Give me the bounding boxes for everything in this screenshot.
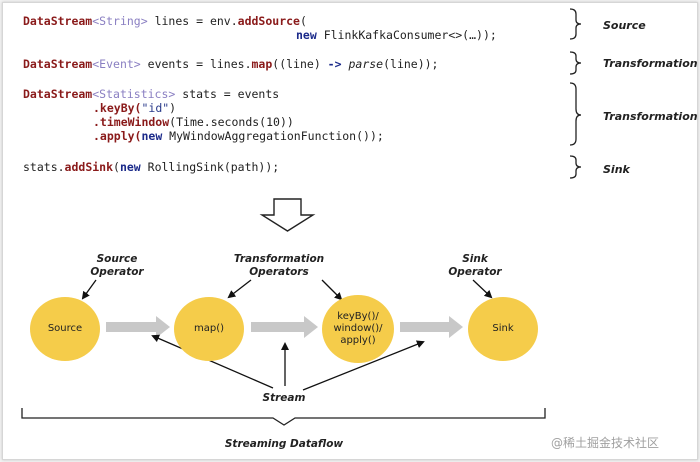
code-token: MyWindowAggregationFunction());	[162, 129, 384, 143]
code-token: RollingSink(path));	[140, 160, 280, 174]
bracket-source	[569, 8, 582, 40]
code-token: <String>	[92, 14, 148, 28]
watermark-text: @稀土掘金技术社区	[551, 436, 660, 450]
code-token: new	[296, 28, 317, 42]
code-token: DataStream	[23, 14, 93, 28]
code-token: DataStream	[23, 87, 93, 101]
bracket-transformation-2	[569, 82, 582, 146]
label-transformation-2: Transformation	[603, 110, 698, 123]
caption-streaming-dataflow: Streaming Dataflow	[224, 438, 344, 450]
label-sink: Sink	[603, 163, 630, 176]
code-line-3a: DataStream<Statistics> stats = events	[23, 87, 279, 101]
code-token: FlinkKafkaConsumer<>(…));	[316, 28, 497, 42]
node-map: map()	[174, 297, 244, 361]
bracket-transformation-1	[569, 51, 582, 75]
code-token: (Time.seconds(10))	[169, 115, 294, 129]
code-token: )	[169, 101, 177, 115]
caption-stream: Stream	[262, 392, 306, 404]
caption-sink-operator: Sink Operator	[448, 253, 502, 278]
flow-arrow-map-keyby	[251, 316, 318, 338]
label-source: Source	[603, 19, 646, 32]
bracket-sink	[569, 155, 582, 179]
code-token: "id"	[141, 101, 170, 115]
flow-arrow-source-map	[106, 316, 170, 338]
arrow-stream-keyby	[302, 340, 425, 391]
code-token: ((line)	[272, 57, 328, 71]
node-sink: Sink	[468, 297, 538, 361]
code-token: stats.	[23, 160, 65, 174]
code-line-1b: new FlinkKafkaConsumer<>(…));	[296, 28, 497, 42]
code-token: ->	[327, 57, 342, 71]
arrow-stream-source	[151, 334, 274, 389]
code-token: .keyBy(	[93, 101, 142, 115]
code-token: .timeWindow	[93, 115, 170, 129]
dataflow-brace	[21, 408, 546, 426]
code-token: <Event>	[92, 57, 141, 71]
code-token: events = lines.	[140, 57, 252, 71]
code-line-1a: DataStream<String> lines = env.addSource…	[23, 14, 307, 28]
code-token: (	[113, 160, 120, 174]
code-line-3b: .keyBy("id")	[93, 101, 176, 115]
code-token: map	[251, 57, 273, 71]
code-token: addSource	[237, 14, 300, 28]
code-line-2: DataStream<Event> events = lines.map((li…	[23, 57, 438, 71]
node-source: Source	[30, 297, 100, 361]
code-token: new	[119, 160, 141, 174]
code-token: lines = env.	[147, 14, 238, 28]
code-line-3c: .timeWindow(Time.seconds(10))	[93, 115, 294, 129]
code-token: (	[299, 14, 307, 28]
code-token: new	[141, 129, 163, 143]
code-line-3d: .apply(new MyWindowAggregationFunction()…	[93, 129, 384, 143]
code-token: .apply(	[93, 129, 142, 143]
code-token: DataStream	[23, 57, 93, 71]
caption-source-operator: Source Operator	[90, 253, 144, 278]
code-token: parse	[348, 57, 384, 71]
arrow-sink-operator	[472, 279, 493, 299]
code-token: <Statistics>	[92, 87, 176, 101]
arrow-transformation-keyby	[321, 279, 343, 301]
diagram-graphics	[21, 8, 582, 426]
label-transformation-1: Transformation	[603, 57, 698, 70]
arrow-transformation-map	[227, 279, 252, 299]
code-token: (line));	[383, 57, 439, 71]
down-arrow-icon	[259, 198, 316, 232]
node-keyby-window-apply: keyBy()/ window()/ apply()	[322, 295, 394, 363]
code-line-4: stats.addSink(new RollingSink(path));	[23, 160, 279, 174]
caption-transformation-operators: Transformation Operators	[233, 253, 325, 278]
code-token: stats = events	[175, 87, 280, 101]
flow-arrow-keyby-sink	[400, 316, 463, 338]
code-token: addSink	[64, 160, 114, 174]
arrow-source-operator	[81, 279, 97, 300]
